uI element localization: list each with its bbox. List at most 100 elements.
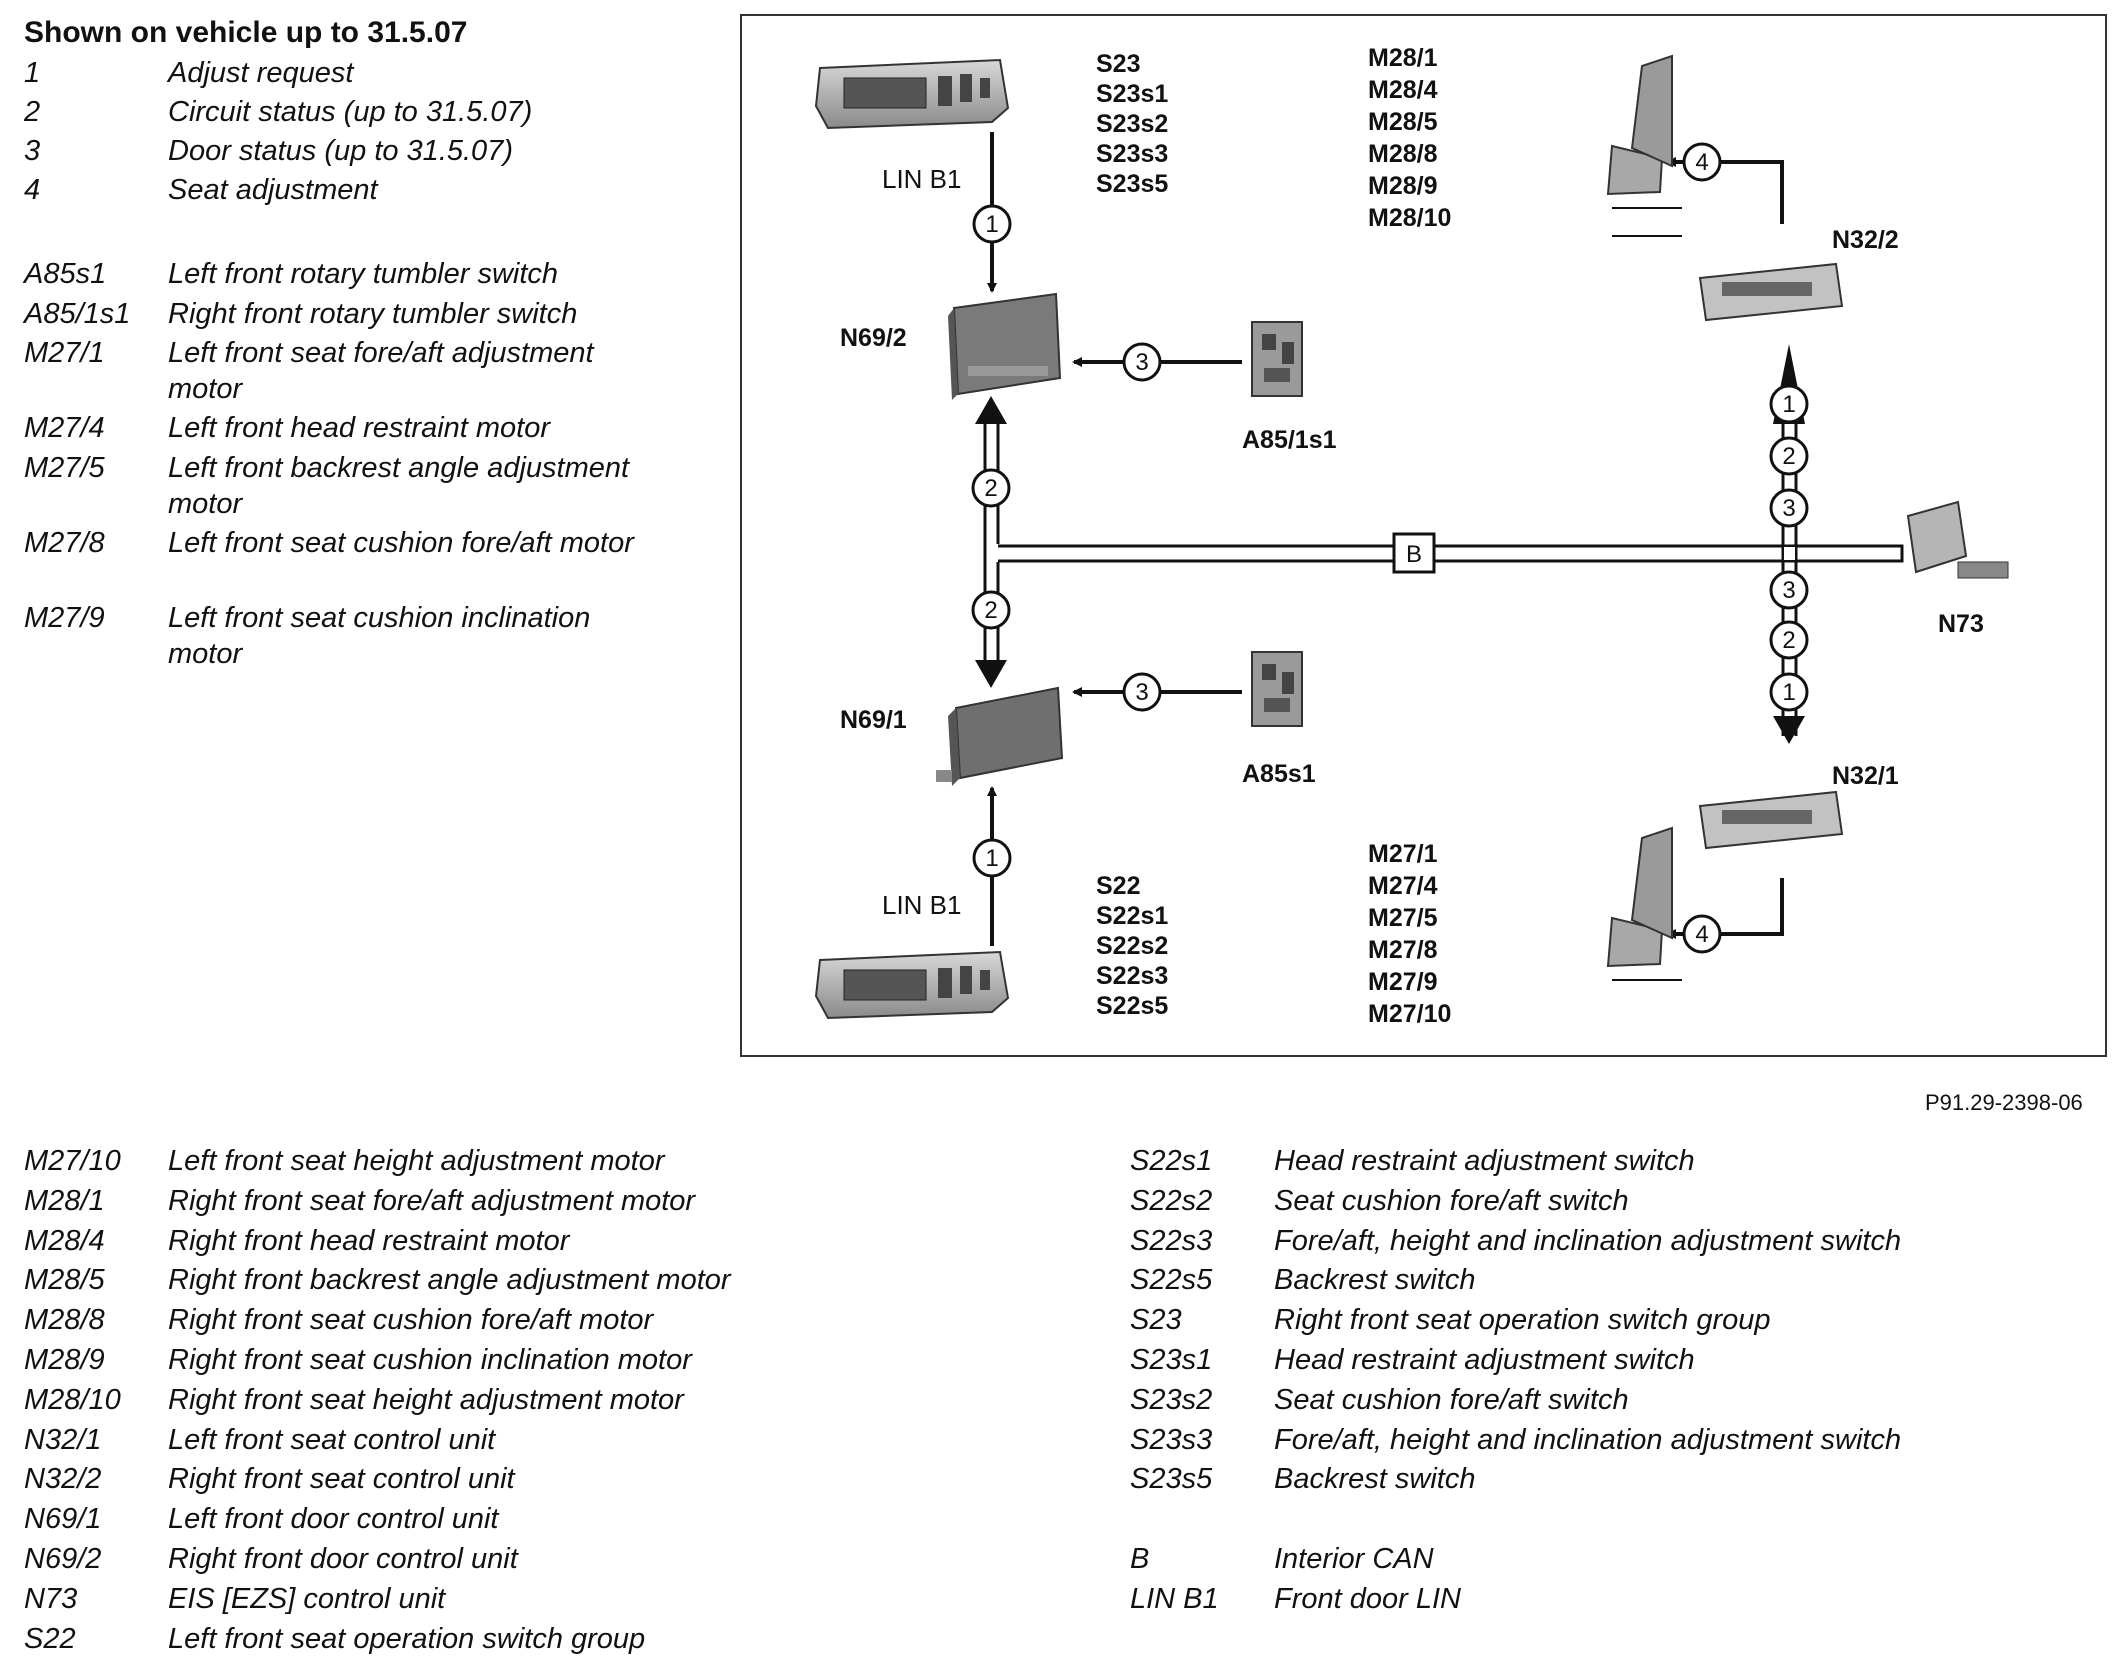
legend-desc: Seat cushion fore/aft switch <box>1274 1184 1629 1217</box>
n32-1-label: N32/1 <box>1832 762 1899 790</box>
a85s1-switch-icon <box>1251 651 1303 727</box>
legend-code: N69/1 <box>24 1503 102 1536</box>
legend-desc: Left front seat cushion fore/aft motor <box>168 526 634 559</box>
n69-1-label: N69/1 <box>840 706 907 734</box>
svg-text:2: 2 <box>984 475 997 502</box>
a85-1s1-switch-icon <box>1251 321 1303 397</box>
m27-8-label: M27/8 <box>1368 936 1438 964</box>
can-bus-b <box>975 344 1904 744</box>
s23s3-label: S23s3 <box>1096 140 1168 168</box>
marker-right-up-2: 2 <box>1769 436 1809 476</box>
legend-desc: Backrest switch <box>1274 1264 1476 1297</box>
can-bus-b-label: B <box>1406 541 1422 568</box>
n69-2-label: N69/2 <box>840 324 907 352</box>
legend-code: S22s3 <box>1130 1224 1213 1257</box>
legend-desc: Head restraint adjustment switch <box>1274 1145 1695 1177</box>
legend-desc: Right front seat control unit <box>168 1463 515 1496</box>
legend-desc: Right front seat operation switch group <box>1274 1304 1771 1337</box>
legend-desc: Left front seat cushion inclination moto… <box>168 601 591 670</box>
marker-right-down-3: 3 <box>1769 570 1809 610</box>
marker-bus-up-left: 2 <box>971 468 1011 508</box>
s22s3-label: S22s3 <box>1096 962 1168 990</box>
marker-door-bottom: 3 <box>1122 672 1162 712</box>
lin-top-label: LIN B1 <box>882 164 962 194</box>
legend-desc: Seat adjustment <box>168 174 378 206</box>
m28-8-label: M28/8 <box>1368 140 1438 168</box>
figure-reference: P91.29-2398-06 <box>1925 1090 2083 1115</box>
left-front-seat-icon <box>1606 826 1682 981</box>
legend-desc: Seat cushion fore/aft switch <box>1274 1383 1629 1416</box>
s23s1-label: S23s1 <box>1096 80 1168 108</box>
m28-4-label: M28/4 <box>1368 76 1438 104</box>
legend-desc: Circuit status (up to 31.5.07) <box>168 96 533 128</box>
legend-code: N69/2 <box>24 1543 102 1575</box>
legend-desc: Left front seat operation switch group <box>168 1622 646 1655</box>
marker-right-down-2: 2 <box>1769 620 1809 660</box>
legend-desc: Left front seat fore/aft adjustment moto… <box>168 337 594 405</box>
legend-code: M27/9 <box>24 601 105 634</box>
legend-code: 1 <box>24 57 41 89</box>
legend-desc: Right front backrest angle adjustment mo… <box>168 1264 731 1297</box>
s22s5-label: S22s5 <box>1096 992 1168 1020</box>
marker-seat-top: 4 <box>1682 142 1722 182</box>
svg-text:4: 4 <box>1695 149 1708 176</box>
marker-seat-bottom: 4 <box>1682 914 1722 954</box>
legend-desc: Right front rotary tumbler switch <box>168 297 578 330</box>
marker-bus-down-left: 2 <box>971 590 1011 630</box>
s23-label: S23 <box>1096 50 1140 78</box>
s23-switch-panel-icon <box>814 58 1010 130</box>
legend-desc: Backrest switch <box>1274 1463 1476 1496</box>
m28-9-label: M28/9 <box>1368 172 1437 200</box>
legend-desc: Right front seat fore/aft adjustment mot… <box>168 1184 696 1217</box>
n69-2-module-icon <box>948 292 1062 400</box>
a85s1-label: A85s1 <box>1242 760 1316 788</box>
svg-text:1: 1 <box>1782 679 1795 706</box>
svg-text:4: 4 <box>1695 921 1708 948</box>
s22s2-label: S22s2 <box>1096 932 1168 960</box>
legend-desc: EIS [EZS] control unit <box>168 1582 446 1615</box>
marker-right-down-1: 1 <box>1769 672 1809 712</box>
can-bus-b-box <box>1392 532 1436 574</box>
s23s5-label: S23s5 <box>1096 170 1168 198</box>
legend-code: M27/5 <box>24 451 105 484</box>
legend-code: 4 <box>24 174 41 206</box>
legend-code: M28/10 <box>24 1383 121 1416</box>
m27-10-label: M27/10 <box>1368 1000 1451 1028</box>
legend-code: M27/1 <box>24 337 105 369</box>
legend-code: B <box>1130 1543 1150 1575</box>
svg-text:2: 2 <box>984 597 997 624</box>
legend-code: M28/5 <box>24 1264 105 1297</box>
legend-desc: Front door LIN <box>1274 1582 1461 1615</box>
legend-code: N32/1 <box>24 1423 102 1456</box>
legend-desc: Fore/aft, height and inclination adjustm… <box>1274 1224 1902 1257</box>
n73-label: N73 <box>1938 610 1984 638</box>
legend-code: S23s3 <box>1130 1423 1213 1456</box>
legend-code: S22 <box>24 1622 76 1655</box>
marker-right-up-1: 1 <box>1769 384 1809 424</box>
legend-desc: Left front head restraint motor <box>168 412 551 445</box>
legend-desc: Right front seat cushion fore/aft motor <box>168 1304 654 1337</box>
legend-desc: Right front head restraint motor <box>168 1224 570 1257</box>
legend-desc: Adjust request <box>168 57 354 89</box>
m28-10-label: M28/10 <box>1368 204 1451 232</box>
legend-code: N73 <box>24 1582 78 1615</box>
a85-1s1-label: A85/1s1 <box>1242 426 1337 454</box>
legend-code: M27/8 <box>24 526 105 559</box>
legend-desc: Right front door control unit <box>168 1543 518 1575</box>
marker-right-up-3: 3 <box>1769 488 1809 528</box>
svg-text:3: 3 <box>1135 679 1148 706</box>
legend-code: S23s2 <box>1130 1383 1213 1416</box>
legend-code: S23s5 <box>1130 1463 1213 1496</box>
page-title: Shown on vehicle up to 31.5.07 <box>24 16 468 49</box>
wiring-diagram: S23 S23s1 S23s2 S23s3 S23s5 S22 S22s1 S2… <box>740 14 2107 1057</box>
legend-code: S23s1 <box>1130 1344 1213 1376</box>
legend-code: M27/4 <box>24 412 105 445</box>
diagram-canvas: S23 S23s1 S23s2 S23s3 S23s5 S22 S22s1 S2… <box>814 44 2009 1028</box>
svg-text:2: 2 <box>1782 627 1795 654</box>
svg-text:3: 3 <box>1782 495 1795 522</box>
legend-code: S22s2 <box>1130 1184 1213 1217</box>
n69-1-module-icon <box>936 686 1064 786</box>
s23s2-label: S23s2 <box>1096 110 1168 138</box>
legend-desc: Interior CAN <box>1274 1543 1434 1575</box>
legend-desc: Right front seat height adjustment motor <box>168 1383 684 1416</box>
